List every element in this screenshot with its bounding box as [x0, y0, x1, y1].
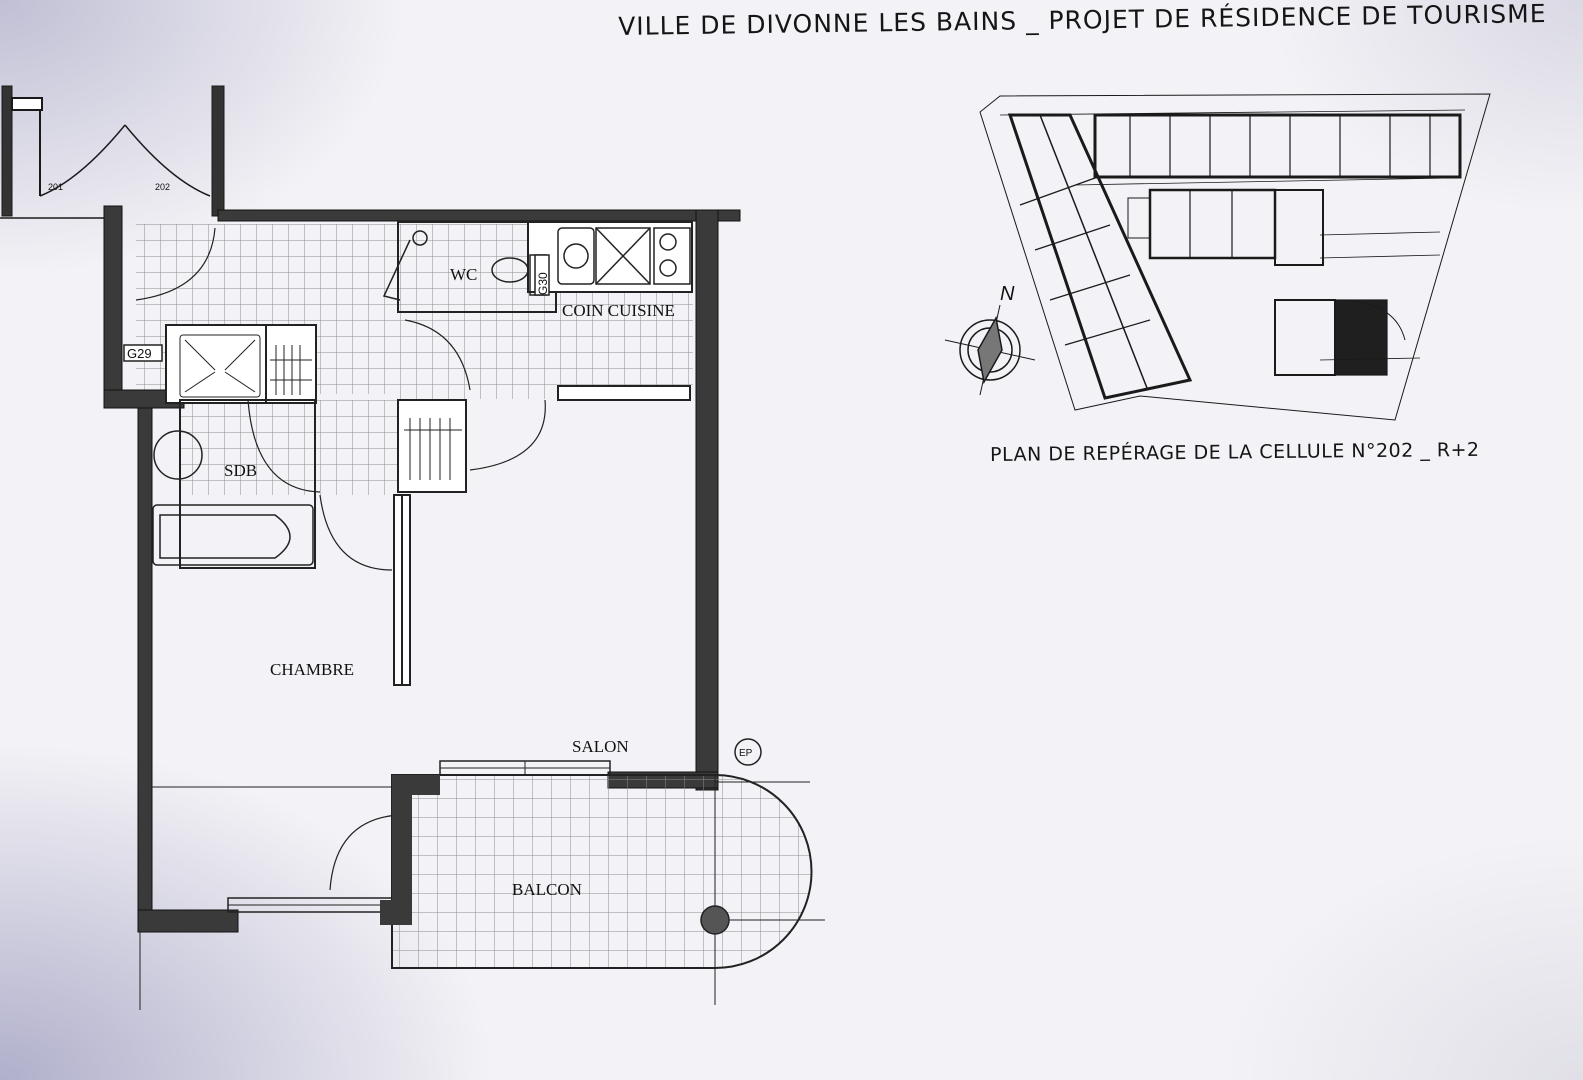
door-201-tag: 201	[48, 182, 63, 192]
shelves	[270, 345, 462, 480]
salon-label: SALON	[572, 737, 629, 756]
ep-tag: EP	[739, 748, 753, 759]
chambre-window	[227, 897, 399, 913]
bathtub	[152, 504, 314, 566]
g30-tag: G30	[536, 272, 550, 295]
g29-tag: G29	[127, 346, 152, 361]
ep-marker	[734, 738, 762, 766]
kitchen-fixtures	[557, 227, 691, 285]
balcony	[139, 774, 825, 1010]
corridor-stub	[0, 85, 225, 219]
north-compass	[944, 304, 1036, 396]
sdb-label: SDB	[224, 461, 257, 480]
chambre-label: CHAMBRE	[270, 660, 354, 679]
interior-partitions	[152, 221, 693, 788]
salon-window	[439, 760, 611, 776]
balcon-label: BALCON	[512, 880, 582, 899]
highlighted-cell	[1334, 299, 1388, 376]
door-swings	[135, 227, 546, 891]
shower-tray	[179, 334, 261, 398]
site-plan	[979, 93, 1491, 421]
north-label: N	[1000, 283, 1015, 305]
coin-cuisine-label: COIN CUISINE	[562, 301, 675, 320]
wc-label: WC	[450, 265, 477, 284]
door-202-tag: 202	[155, 182, 170, 192]
washbasin	[153, 430, 203, 480]
